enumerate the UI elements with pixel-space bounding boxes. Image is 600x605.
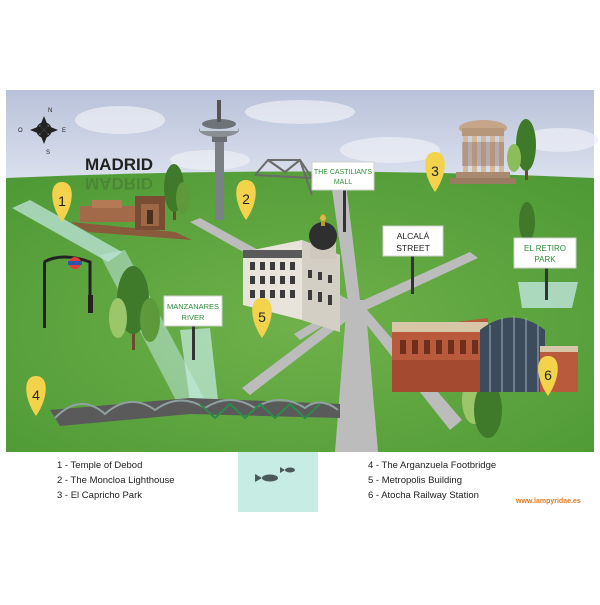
sign-el-retiro-park: EL RETIRO PARK bbox=[513, 237, 577, 300]
arganzuela-footbridge bbox=[50, 398, 340, 426]
legend-left: 1 - Temple of Debod 2 - The Moncloa Ligh… bbox=[57, 458, 175, 503]
trees bbox=[109, 119, 536, 438]
sign-manzanares-river-line2: RIVER bbox=[182, 313, 206, 322]
legend-item: 1 - Temple of Debod bbox=[57, 460, 143, 471]
sign-castilians-mall: THE CASTILIAN'S MALL bbox=[311, 161, 375, 232]
marker-1-label: 1 bbox=[58, 193, 66, 209]
sign-el-retiro-park-line1: EL RETIRO bbox=[524, 244, 566, 253]
sign-castilians-mall-line2: MALL bbox=[334, 179, 352, 186]
legend-right: 4 - The Arganzuela Footbridge 5 - Metrop… bbox=[368, 458, 496, 503]
compass-n: N bbox=[48, 108, 52, 114]
legend-item: 3 - El Capricho Park bbox=[57, 490, 143, 501]
marker-4-label: 4 bbox=[32, 387, 40, 403]
legend-item: 4 - The Arganzuela Footbridge bbox=[368, 460, 497, 471]
marker-3-label: 3 bbox=[431, 163, 439, 179]
truss-structure bbox=[254, 158, 313, 196]
compass-e: E bbox=[62, 128, 66, 134]
temple-of-debod bbox=[70, 196, 192, 240]
clouds bbox=[75, 100, 598, 170]
el-capricho-temple bbox=[450, 120, 516, 184]
sign-manzanares-river: MANZANARES RIVER bbox=[163, 295, 223, 360]
metro-sign-post bbox=[43, 255, 93, 328]
fish-icon bbox=[255, 467, 295, 482]
legend-item: 6 - Atocha Railway Station bbox=[368, 490, 479, 501]
marker-1[interactable]: 1 bbox=[52, 182, 72, 222]
sign-el-retiro-park-line2: PARK bbox=[534, 255, 556, 264]
sign-alcala-street-line1: ALCALÁ bbox=[397, 231, 430, 241]
marker-5[interactable]: 5 bbox=[252, 298, 272, 338]
marker-6-label: 6 bbox=[544, 367, 552, 383]
map-title: MADRID bbox=[85, 155, 153, 174]
compass-o: O bbox=[18, 128, 23, 134]
map-markers: 1 2 3 4 5 6 bbox=[26, 152, 558, 416]
marker-2[interactable]: 2 bbox=[236, 180, 256, 220]
sign-alcala-street-line2: STREET bbox=[396, 243, 430, 253]
marker-2-label: 2 bbox=[242, 191, 250, 207]
compass-rose-icon: N S E O bbox=[18, 108, 66, 156]
sign-manzanares-river-line1: MANZANARES bbox=[167, 302, 219, 311]
legend-item: 5 - Metropolis Building bbox=[368, 475, 462, 486]
sign-alcala-street: ALCALÁ STREET bbox=[382, 225, 444, 294]
marker-6[interactable]: 6 bbox=[538, 356, 558, 396]
compass-s: S bbox=[46, 150, 50, 156]
marker-3[interactable]: 3 bbox=[425, 152, 445, 192]
marker-5-label: 5 bbox=[258, 309, 266, 325]
marker-4[interactable]: 4 bbox=[26, 376, 46, 416]
legend-item: 2 - The Moncloa Lighthouse bbox=[57, 475, 175, 486]
moncloa-lighthouse bbox=[199, 100, 239, 220]
credit-link[interactable]: www.lampyridae.es bbox=[516, 498, 581, 505]
sign-castilians-mall-line1: THE CASTILIAN'S bbox=[314, 169, 372, 176]
map-title-reflection: MADRID bbox=[85, 174, 153, 193]
